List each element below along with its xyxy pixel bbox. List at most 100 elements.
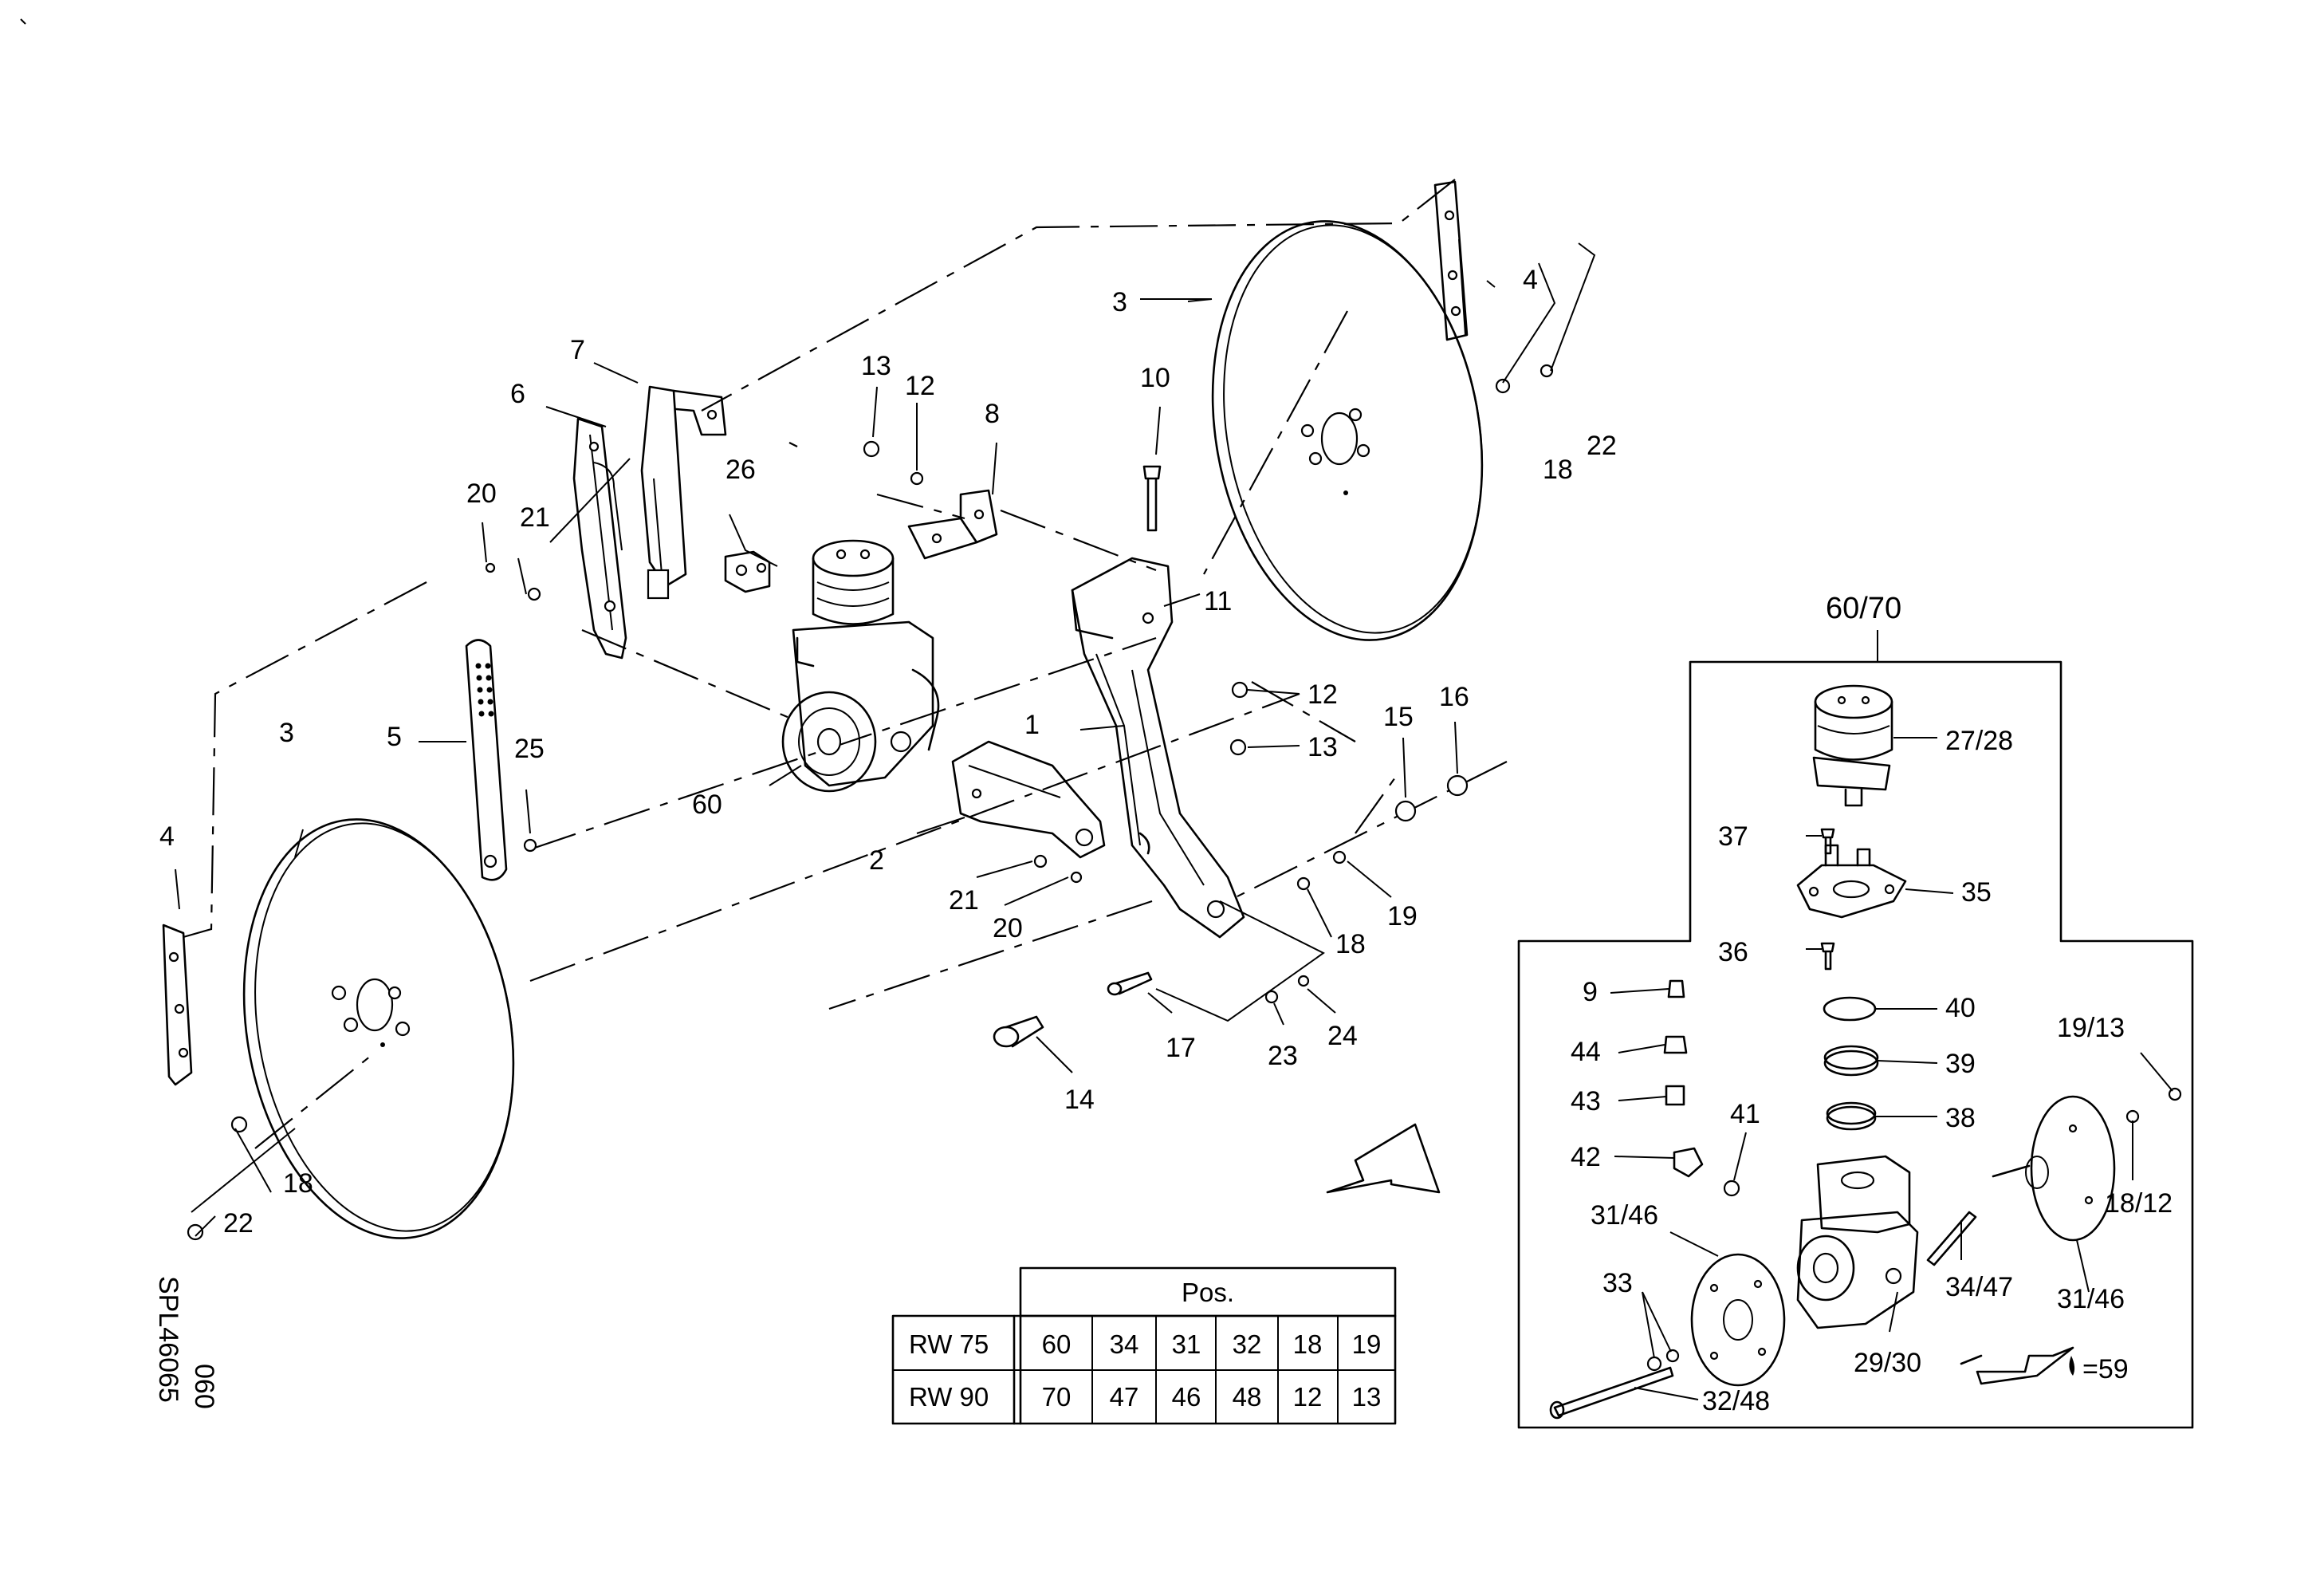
detail-leader-lines [1610,737,2173,1400]
callout-40: 40 [1945,993,1976,1023]
callout-20a: 20 [466,478,497,509]
disc-right [1211,220,1484,641]
callout-42: 42 [1571,1142,1601,1172]
callout-44: 44 [1571,1037,1601,1067]
detail-callout-labels: 60/70 27/28 37 35 36 9 40 44 39 43 41 38… [1571,592,2173,1416]
callout-5: 5 [387,722,402,752]
bracket-6 [572,417,627,660]
callout-20b: 20 [993,913,1023,943]
callout-9: 9 [1583,977,1598,1007]
table-cell: 32 [1233,1329,1262,1359]
callout-43: 43 [1571,1086,1601,1116]
callout-31-46a: 31/46 [1591,1200,1658,1231]
callout-4b: 4 [1523,265,1538,295]
detail-fittings [1663,979,1740,1197]
callout-labels: 3 4 22 18 7 6 21 20 5 25 3 4 18 22 13 12… [159,265,1617,1239]
small-hardware [187,364,1554,1241]
mount-bracket [907,489,998,560]
scraper-right [1433,180,1469,341]
callout-39: 39 [1945,1049,1976,1079]
callout-24: 24 [1327,1021,1358,1051]
detail-flange-left [1690,1253,1786,1387]
disc-left [242,818,515,1239]
callout-18-12: 18/12 [2105,1188,2173,1219]
callout-60: 60 [692,790,722,820]
callout-7: 7 [570,335,585,365]
table-model-rw90: RW 90 [909,1382,989,1412]
callout-27-28: 27/28 [1945,726,2013,756]
detail-title: 60/70 [1826,592,1901,625]
callout-11: 11 [1204,586,1232,616]
callout-12b: 12 [1307,679,1338,710]
position-table: Pos. RW 75 60 34 31 32 18 19 RW 90 70 47… [891,1266,1397,1425]
corner-mark [20,18,26,25]
callout-2: 2 [869,845,884,876]
callout-1: 1 [1024,710,1040,740]
table-cell: 19 [1352,1329,1382,1359]
detail-rings [1823,996,1879,1131]
detail-washer [2125,1109,2140,1124]
callout-17: 17 [1166,1033,1196,1063]
hydraulic-fitting [724,550,771,593]
detail-motor [1812,684,1893,807]
callout-4a: 4 [159,821,175,852]
callout-26: 26 [726,455,756,485]
table-header: Pos. [1182,1278,1234,1307]
assembly-lines [183,179,1508,1149]
callout-13b: 13 [1307,732,1338,762]
detail-flange-right [1992,1095,2116,1242]
drawing-page: 060 [189,1364,219,1409]
callout-32-48: 32/48 [1702,1386,1770,1416]
table-cell: 46 [1172,1382,1201,1412]
table-cell: 70 [1042,1382,1072,1412]
table-cell: 60 [1042,1329,1072,1359]
callout-21b: 21 [949,885,979,916]
bracket-2 [951,740,1106,859]
callout-14: 14 [1064,1085,1095,1115]
callout-36: 36 [1718,937,1748,967]
detail-screws [1820,828,1835,971]
table-cell: 31 [1172,1329,1201,1359]
callout-3b: 3 [1112,287,1127,317]
callout-8: 8 [985,399,1000,429]
callout-3a: 3 [279,718,294,748]
callout-29-30: 29/30 [1854,1348,1921,1378]
oil-can-icon [1960,1346,2075,1385]
table-cell: 13 [1352,1382,1382,1412]
callout-6: 6 [510,379,525,409]
callout-13a: 13 [861,351,891,381]
callout-23: 23 [1268,1041,1298,1071]
bracket-7 [640,385,727,600]
callout-38: 38 [1945,1103,1976,1133]
detail-nut [2168,1087,2182,1101]
callout-35: 35 [1961,877,1992,908]
callout-22a: 22 [223,1208,254,1239]
lube-reference: =59 [2082,1354,2129,1384]
callout-41: 41 [1730,1099,1760,1129]
detail-box [1517,630,2194,1429]
pin-14 [993,1015,1044,1048]
callout-19-13: 19/13 [2057,1013,2125,1043]
bolt-10 [1142,465,1162,532]
detail-bolt [1549,1349,1680,1420]
callout-18c: 18 [1335,929,1366,959]
table-cell: 48 [1233,1382,1262,1412]
leader-lines [175,242,1596,1237]
callout-22b: 22 [1587,431,1617,461]
callout-34-47: 34/47 [1945,1272,2013,1302]
callout-12a: 12 [905,371,935,401]
table-cell: 18 [1293,1329,1323,1359]
callout-18a: 18 [283,1168,313,1199]
table-model-rw75: RW 75 [909,1329,989,1359]
table-cell: 12 [1293,1382,1323,1412]
callout-16: 16 [1439,682,1469,712]
detail-adapter [1796,844,1907,919]
callout-37: 37 [1718,821,1748,852]
scraper-left [162,924,193,1086]
drawing-reference: SPL46065 [153,1276,183,1403]
callout-21a: 21 [520,502,550,533]
scraper-arm [465,639,508,881]
callout-18b: 18 [1543,455,1573,485]
detail-key [1926,1211,1977,1266]
